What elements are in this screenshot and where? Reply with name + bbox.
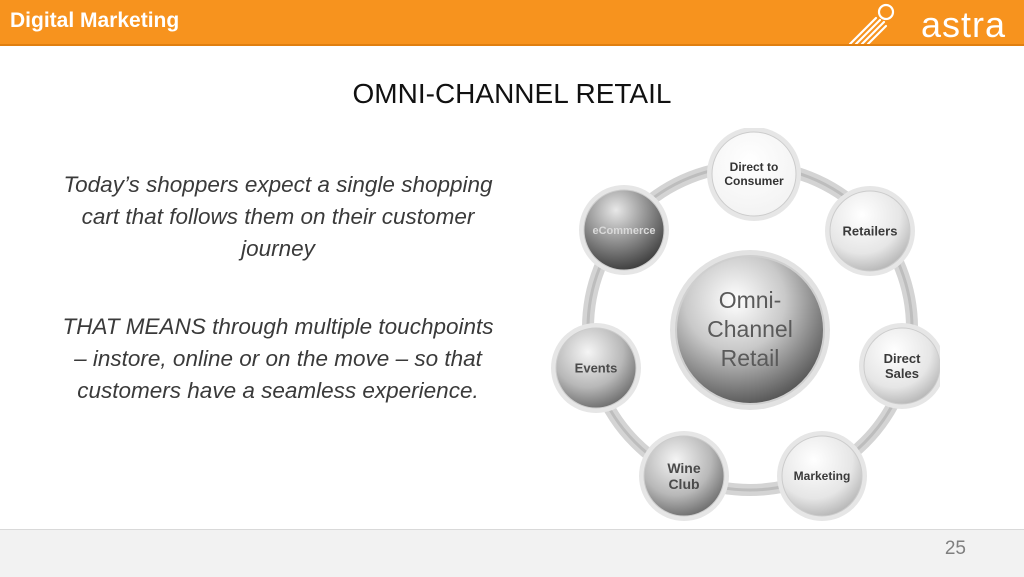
channel-node-label: Club <box>668 476 699 492</box>
channel-node: eCommerce <box>579 185 669 275</box>
logo-text: astra <box>920 4 1006 45</box>
slide-title: OMNI-CHANNEL RETAIL <box>352 78 672 109</box>
channel-node-label: Consumer <box>724 174 784 188</box>
channel-node-label: Retailers <box>843 224 898 239</box>
channel-node-label: eCommerce <box>593 225 656 237</box>
center-label-line2: Channel <box>707 316 793 342</box>
footer-bar <box>0 529 1024 577</box>
header-bar: Digital Marketing astra <box>0 0 1024 46</box>
channel-node-label: Direct to <box>730 160 779 174</box>
intro-paragraph: Today’s shoppers expect a single shoppin… <box>63 172 493 261</box>
omni-channel-diagram: Direct toConsumerRetailersDirectSalesMar… <box>551 128 940 521</box>
header-divider <box>0 44 1024 46</box>
channel-node-label: Wine <box>667 460 701 476</box>
channel-node: Events <box>551 323 641 413</box>
page-number: 25 <box>944 538 966 559</box>
channel-node-label: Direct <box>884 351 922 366</box>
rocket-icon <box>848 3 895 46</box>
section-title: Digital Marketing <box>10 9 180 32</box>
center-label-line3: Retail <box>721 345 780 371</box>
center-node: Omni- Channel Retail <box>670 250 830 410</box>
detail-paragraph: THAT MEANS through multiple touchpoints … <box>62 314 494 403</box>
center-label-line1: Omni- <box>719 287 782 313</box>
channel-node: Marketing <box>777 431 867 521</box>
channel-node-label: Marketing <box>794 469 851 483</box>
channel-node: Retailers <box>825 186 915 276</box>
channel-node-label: Events <box>575 361 618 376</box>
channel-node-label: Sales <box>885 366 919 381</box>
astra-logo: astra <box>846 2 1006 46</box>
